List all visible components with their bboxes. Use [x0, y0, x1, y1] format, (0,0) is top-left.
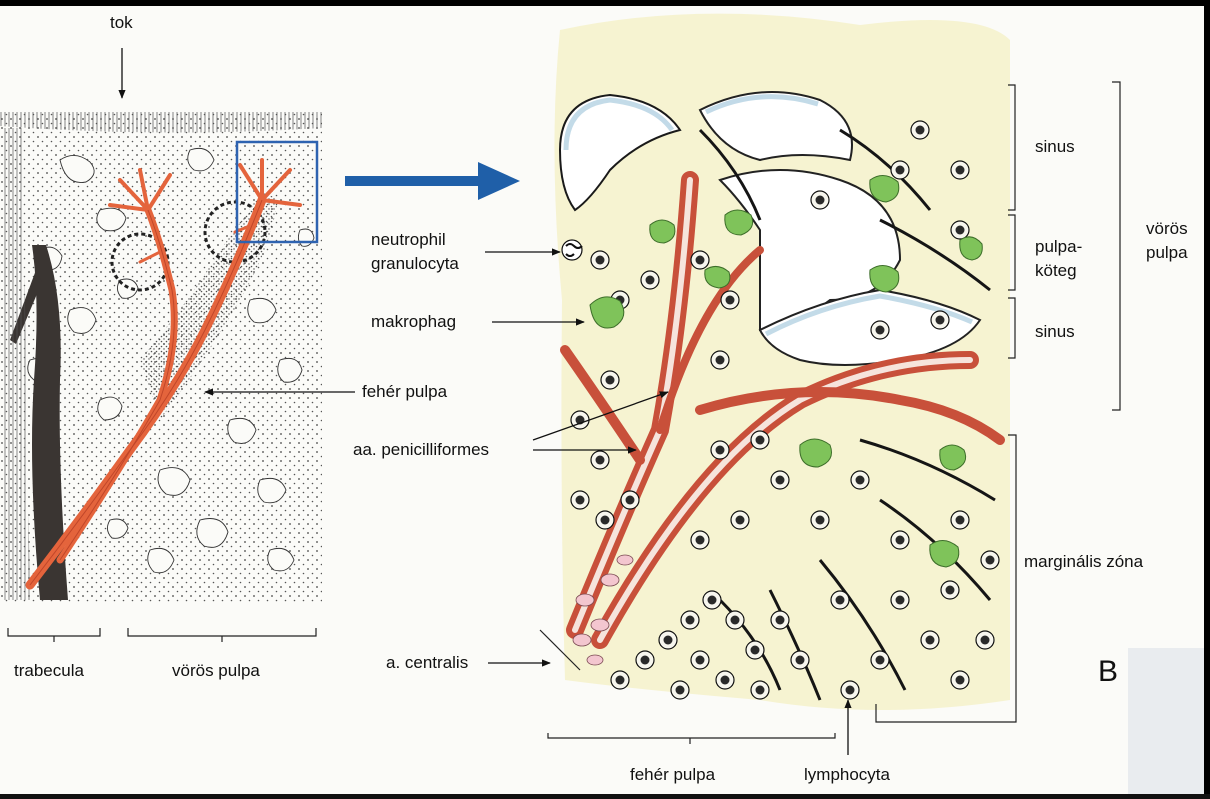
label-neutrophil-line2: granulocyta: [371, 253, 459, 275]
panel-letter: B: [1098, 655, 1118, 689]
label-marginalis-zona: marginális zóna: [1024, 551, 1143, 573]
label-pulpa-koteg-line2: köteg: [1035, 260, 1077, 282]
neutrophil-cell: [562, 240, 582, 260]
label-voros-pulpa-right-line1: vörös: [1146, 218, 1188, 240]
bracket-voros-pulpa: [128, 628, 316, 636]
label-voros-pulpa-left: vörös pulpa: [172, 660, 260, 682]
label-tok: tok: [110, 12, 133, 34]
bracket-trabecula: [8, 628, 100, 636]
bracket-voros-pulpa-right: [1112, 82, 1120, 410]
right-panel: [554, 14, 1010, 710]
label-voros-pulpa-right-line2: pulpa: [1146, 242, 1188, 264]
label-trabecula: trabecula: [14, 660, 84, 682]
label-sinus-top: sinus: [1035, 136, 1075, 158]
zoom-arrow: [345, 162, 520, 200]
label-neutrophil-line1: neutrophil: [371, 229, 446, 251]
label-sinus-bottom: sinus: [1035, 321, 1075, 343]
label-lymphocyta: lymphocyta: [804, 764, 890, 786]
bracket-feher-pulpa: [548, 733, 835, 738]
label-aa-penicilliformes: aa. penicilliformes: [353, 439, 489, 461]
label-a-centralis: a. centralis: [386, 652, 468, 674]
label-makrophag: makrophag: [371, 311, 456, 333]
label-feher-pulpa-bottom: fehér pulpa: [630, 764, 715, 786]
label-feher-pulpa-mid: fehér pulpa: [362, 381, 447, 403]
label-pulpa-koteg-line1: pulpa-: [1035, 236, 1082, 258]
left-panel: [0, 112, 322, 602]
